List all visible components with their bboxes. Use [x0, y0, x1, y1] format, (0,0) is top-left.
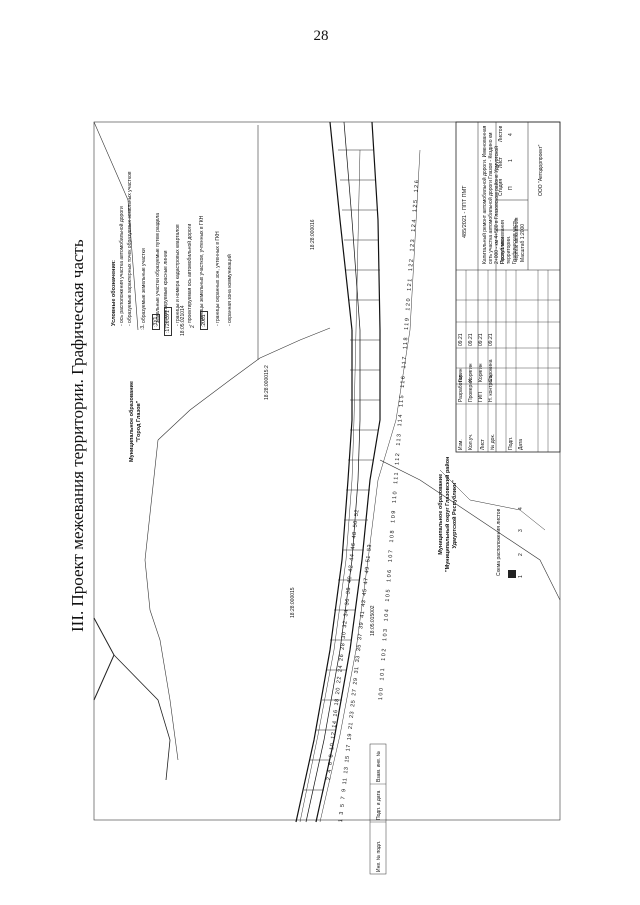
road-edge-left [295, 330, 353, 823]
boundary-top-left [93, 121, 139, 331]
boundary-right [379, 459, 561, 601]
road-edge-left-top [329, 121, 353, 331]
boundary-upper [157, 327, 331, 441]
scheme-sheet-1 [508, 570, 516, 578]
road-ticks [304, 149, 380, 791]
stamp-label: Подп. и дата [376, 790, 382, 820]
boundary-right-2 [439, 469, 546, 531]
stamp-label: Инв. № подл. [376, 840, 382, 872]
road-edge-right-top [371, 121, 381, 331]
road-axis [305, 330, 361, 823]
boundary-left-2 [113, 654, 171, 781]
road-edge-right [315, 330, 381, 823]
red-line-right [319, 149, 421, 823]
page-number: 28 [313, 28, 329, 44]
sheet-scheme: Схема расположения листов 1 2 3 4 [496, 498, 526, 578]
sheet-frame [93, 121, 561, 821]
boundary-mid [144, 439, 179, 761]
road-axis-top [343, 121, 361, 331]
stamp-label: Взам. инв. № [376, 751, 382, 782]
